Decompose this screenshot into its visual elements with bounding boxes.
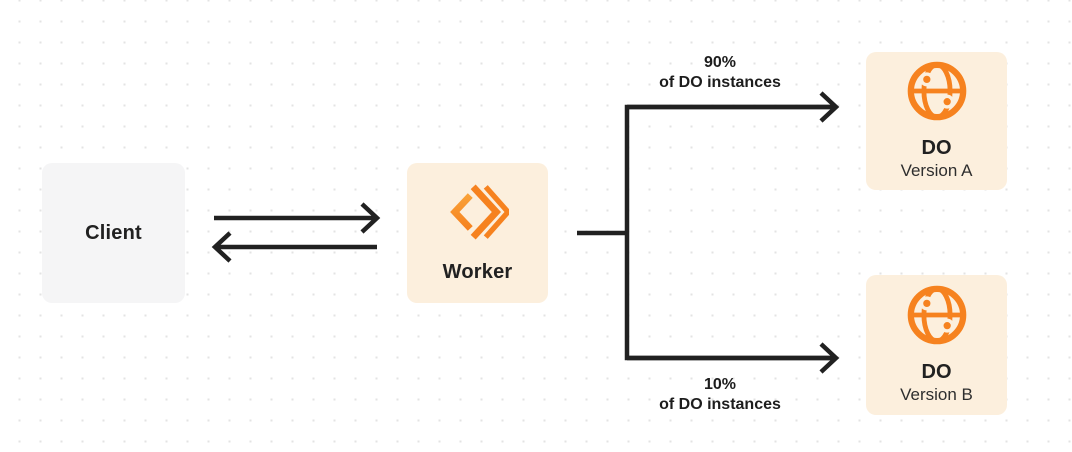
client-label: Client bbox=[85, 221, 142, 244]
do-b-title: DO bbox=[921, 360, 952, 383]
arrow-to-do-a bbox=[627, 91, 840, 123]
globe-icon bbox=[906, 60, 968, 127]
globe-icon bbox=[906, 284, 968, 351]
client-node: Client bbox=[42, 163, 185, 303]
top-branch-caption: of DO instances bbox=[659, 74, 781, 91]
worker-node: Worker bbox=[407, 163, 548, 303]
arrow-to-do-b bbox=[627, 342, 840, 374]
top-branch-percent: 90% bbox=[703, 54, 737, 71]
workers-logo-icon bbox=[447, 182, 512, 247]
do-a-title: DO bbox=[921, 136, 952, 159]
do-b-subtitle: Version B bbox=[900, 384, 973, 404]
worker-to-client-arrow bbox=[211, 231, 377, 263]
bottom-branch-percent: 10% bbox=[703, 376, 737, 393]
top-branch-label: 90% of DO instances bbox=[610, 53, 830, 93]
bottom-branch-caption: of DO instances bbox=[659, 396, 781, 413]
client-to-worker-arrow bbox=[214, 202, 381, 234]
do-version-b-node: DO Version B bbox=[866, 275, 1007, 415]
do-version-a-node: DO Version A bbox=[866, 52, 1007, 190]
bottom-branch-label: 10% of DO instances bbox=[610, 375, 830, 415]
do-a-subtitle: Version A bbox=[900, 160, 973, 180]
branch-trunk bbox=[624, 104, 833, 361]
worker-label: Worker bbox=[442, 261, 513, 283]
